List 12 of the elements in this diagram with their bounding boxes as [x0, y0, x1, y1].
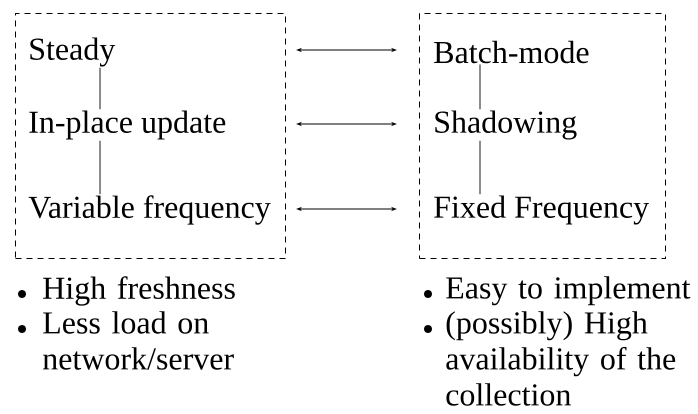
dashed-box — [419, 13, 666, 259]
item-label: Steady — [30, 37, 116, 67]
item-label: In-place update — [29, 110, 226, 140]
bullet-item: High freshness — [43, 276, 235, 306]
item-label: Batch-mode — [434, 40, 588, 64]
item-label: Variable frequency — [28, 195, 271, 225]
item-label: Shadowing — [435, 110, 577, 140]
bullet-item: (possibly) High availability of the collection — [446, 311, 676, 406]
item-label: Fixed Frequency — [434, 195, 650, 225]
bullet-item: Easy to implement — [446, 276, 690, 306]
dashed-box — [15, 13, 286, 259]
bullet-item: Less load on network/server — [42, 311, 234, 370]
